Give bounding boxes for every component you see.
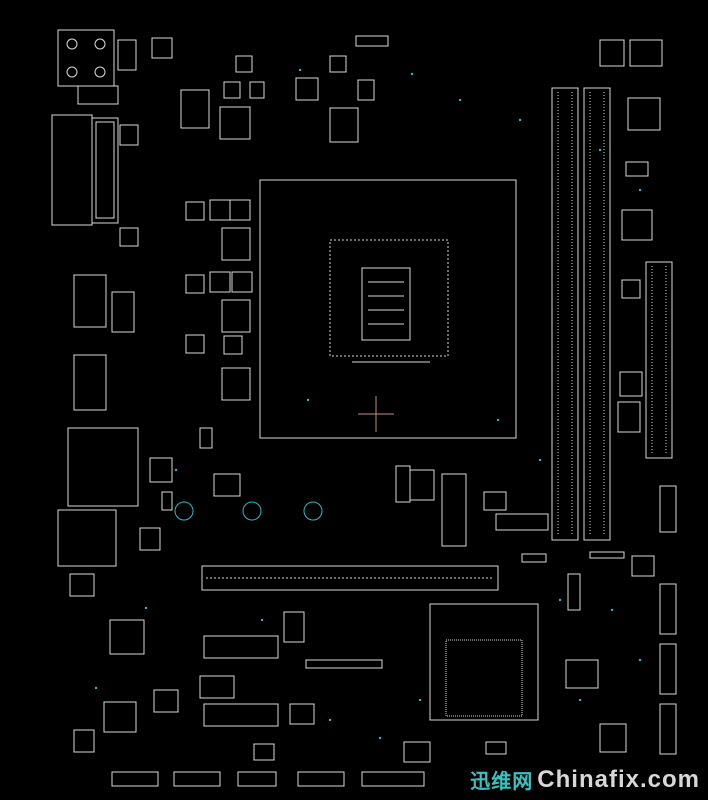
cpu-socket-outline (259, 179, 517, 439)
watermark-site-name: Chinafix.com (537, 765, 700, 793)
chipset-pch-outline (429, 473, 539, 721)
right-side-components (565, 39, 677, 755)
watermark: 迅维网 Chinafix.com (470, 765, 700, 794)
lower-area-components (69, 573, 507, 787)
mid-board-components (139, 457, 625, 611)
pcie-slot (201, 565, 499, 669)
via-dots (94, 68, 642, 740)
mounting-holes (174, 501, 323, 521)
dimm-slots (551, 87, 673, 541)
vrm-components (151, 35, 389, 497)
rear-io-connectors (51, 29, 139, 567)
watermark-logo: 迅维网 (470, 771, 534, 793)
cpu-socket-crosshair (358, 396, 394, 432)
